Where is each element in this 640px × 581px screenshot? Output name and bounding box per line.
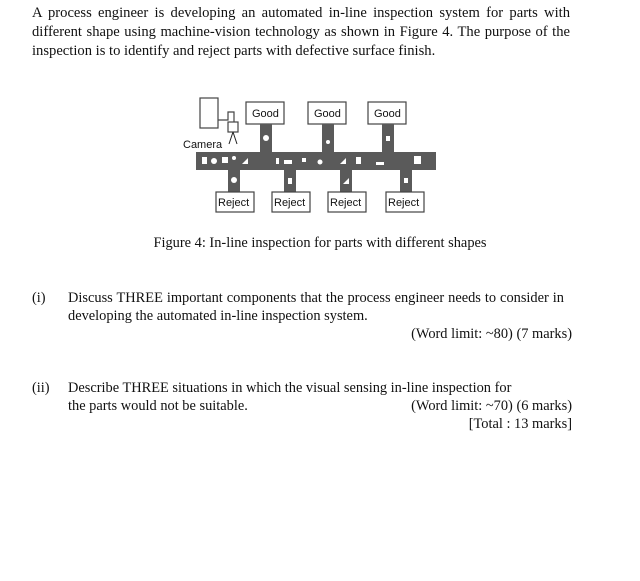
figure-caption: Figure 4: In-line inspection for parts w… [153,235,487,251]
camera-lens [227,121,239,133]
intro-paragraph: A process engineer is developing an auto… [32,5,570,59]
inline-inspection-diagram: Camera Good Good Good [183,97,436,213]
part-reject-2 [288,178,292,184]
reject-box-1 [215,191,255,213]
question-marks: (Word limit: ~80) (7 marks) [411,326,572,342]
reject-box-3 [327,191,367,213]
part-good-1 [263,135,269,141]
reject-label-4: Reject [388,197,419,209]
reject-label-3: Reject [330,197,361,209]
inspection-figure: Camera Good Good Good [180,92,450,220]
camera-body [199,97,219,129]
reject-label-2: Reject [274,197,305,209]
camera-arm [218,111,235,128]
reject-label-1: Reject [218,197,249,209]
part-reject-3 [343,178,349,184]
conveyor-belt [196,152,436,170]
question-marks: (Word limit: ~70) (6 marks) [411,398,572,414]
upper-branch-2 [322,124,334,152]
good-label-3: Good [374,108,401,120]
question-text-line1: Describe THREE situations in which the v… [68,380,512,396]
part-good-3 [386,136,390,141]
reject-box-2 [271,191,311,213]
question-number: (ii) [32,380,50,396]
camera-view-cone [228,131,238,145]
part-reject-4 [404,178,408,183]
good-label-2: Good [314,108,341,120]
part-good-2 [326,140,330,144]
question-text: Discuss THREE important components that … [68,290,564,324]
total-marks: [Total : 13 marks] [468,416,572,432]
question-number: (i) [32,290,46,306]
camera-label: Camera [183,139,223,151]
part-reject-1 [231,177,237,183]
question-text-line2: the parts would not be suitable. [68,398,248,414]
parts-on-conveyor [202,156,421,165]
good-label-1: Good [252,108,279,120]
reject-box-4 [385,191,425,213]
